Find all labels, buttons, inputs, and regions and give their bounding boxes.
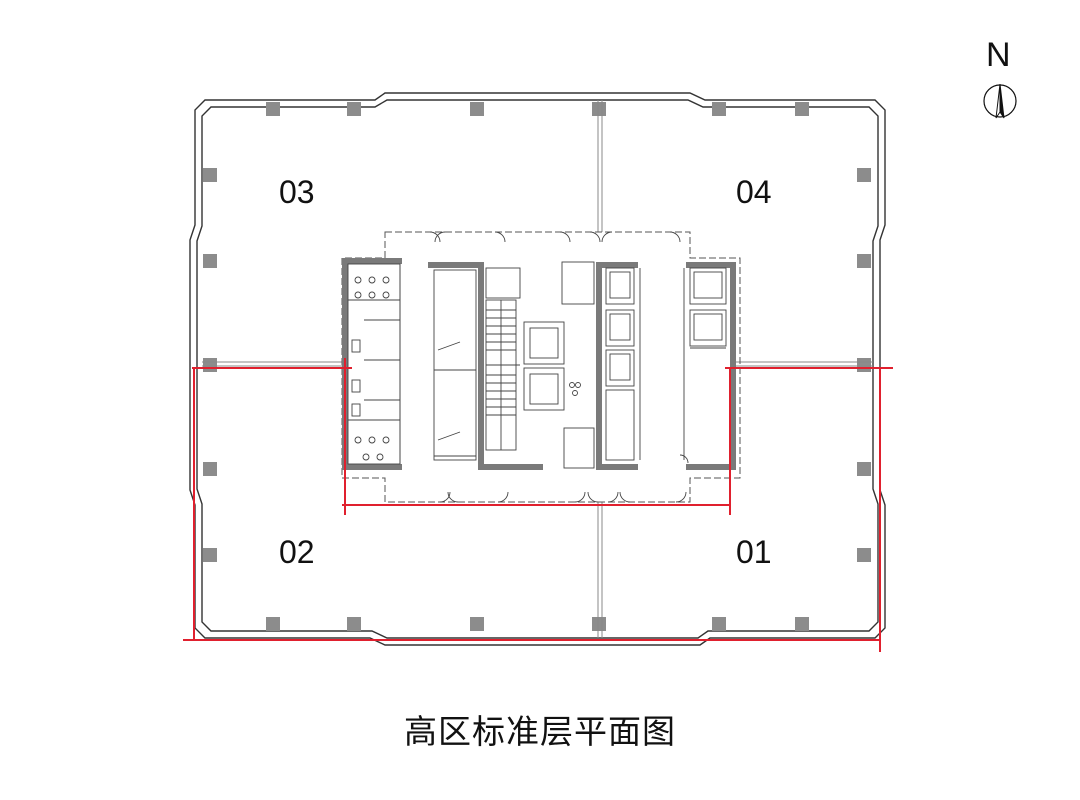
unit-label-04: 04 xyxy=(736,174,772,210)
north-arrow-icon xyxy=(983,83,1017,119)
unit-label-03: 03 xyxy=(279,174,315,210)
north-label: N xyxy=(986,36,1011,74)
core-corridor xyxy=(341,231,741,503)
unit-label-02: 02 xyxy=(279,534,315,570)
outer-facade xyxy=(189,92,886,646)
drawing-title: 高区标准层平面图 xyxy=(404,712,676,751)
corridor-doors xyxy=(429,231,687,503)
core-interior xyxy=(347,261,727,469)
structural-columns xyxy=(203,102,871,631)
unit-dividers xyxy=(202,100,873,638)
unit-label-01: 01 xyxy=(736,534,772,570)
highlight-lines xyxy=(183,358,893,652)
